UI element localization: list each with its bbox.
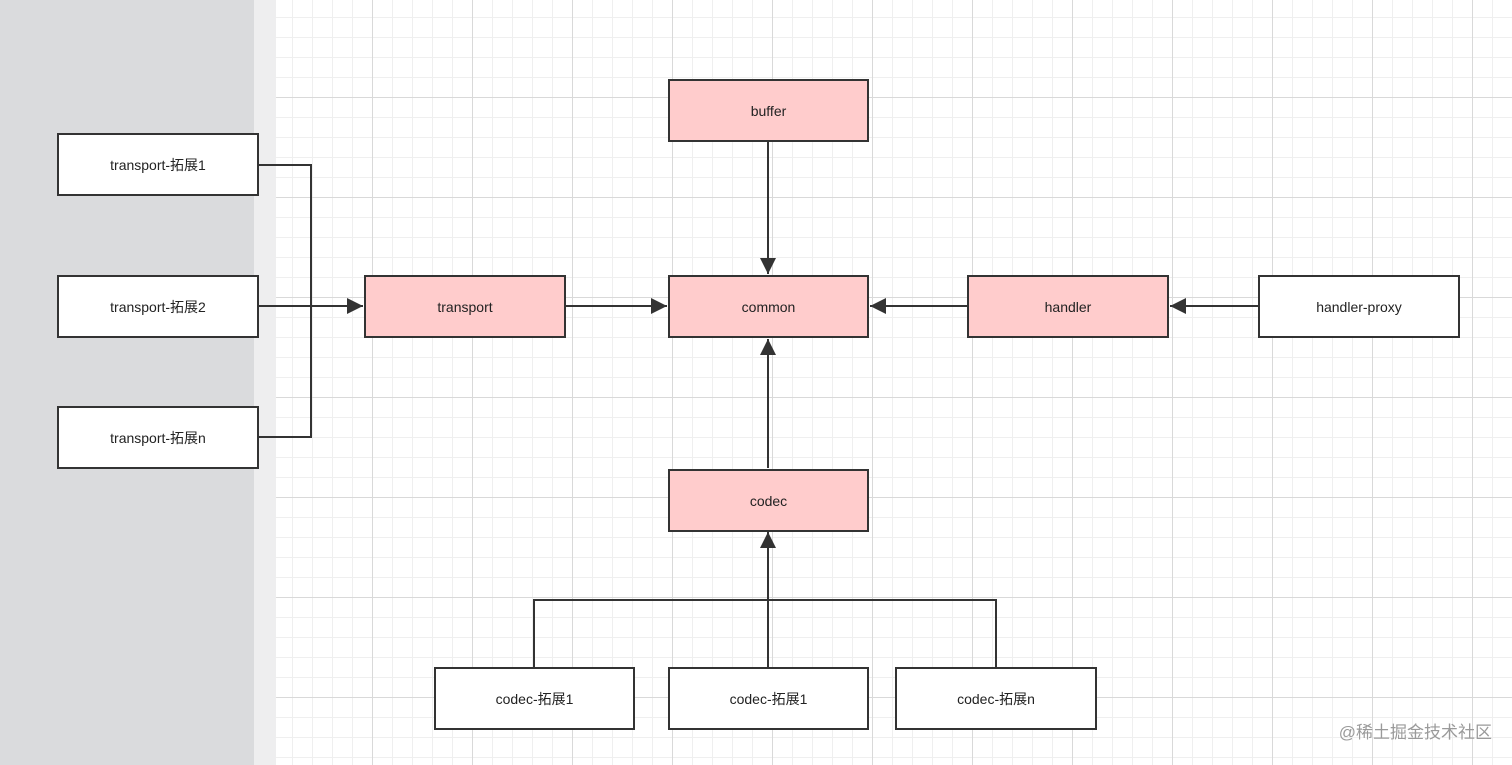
node-handler[interactable]: handler: [967, 275, 1169, 338]
node-buffer[interactable]: buffer: [668, 79, 869, 142]
node-transport-ext-2[interactable]: transport-拓展2: [57, 275, 259, 338]
node-codec-ext-b[interactable]: codec-拓展1: [668, 667, 869, 730]
node-transport-ext-n[interactable]: transport-拓展n: [57, 406, 259, 469]
node-handler-proxy[interactable]: handler-proxy: [1258, 275, 1460, 338]
side-panel: [0, 0, 254, 765]
node-common[interactable]: common: [668, 275, 869, 338]
node-codec[interactable]: codec: [668, 469, 869, 532]
node-transport[interactable]: transport: [364, 275, 566, 338]
edge-transport-extn-to-bus: [258, 306, 312, 438]
node-transport-ext-1[interactable]: transport-拓展1: [57, 133, 259, 196]
watermark-text: @稀土掘金技术社区: [1338, 723, 1492, 742]
diagram-canvas[interactable]: [276, 0, 1512, 765]
edge-transport-ext1-to-bus: [258, 164, 312, 306]
edge-codec-ext-bus: [533, 599, 997, 667]
side-panel-edge: [254, 0, 276, 765]
node-codec-ext-n[interactable]: codec-拓展n: [895, 667, 1097, 730]
node-codec-ext-a[interactable]: codec-拓展1: [434, 667, 635, 730]
